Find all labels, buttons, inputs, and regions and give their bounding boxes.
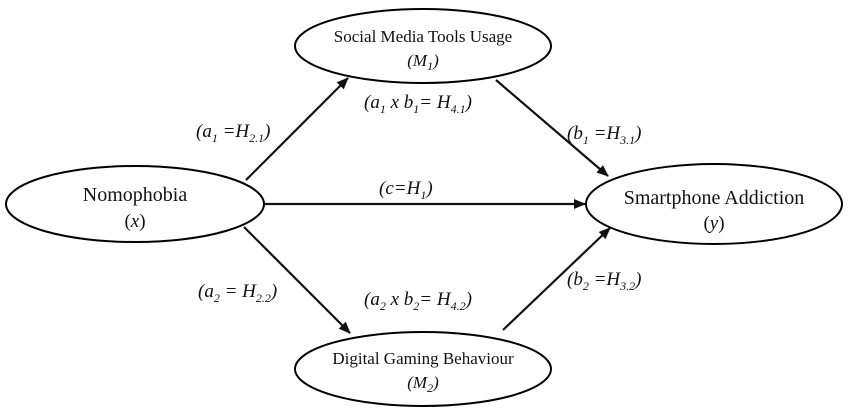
- node-x-symbol: (x): [124, 211, 145, 232]
- node-m2-label: Digital Gaming Behaviour: [332, 349, 514, 368]
- edge-x-to-m1: [245, 77, 349, 181]
- edge-label-b1: (b1 =H3.1): [567, 123, 641, 147]
- edge-x-to-m2: [243, 226, 351, 334]
- node-x-label: Nomophobia: [83, 184, 188, 206]
- edge-m2-to-y: [502, 227, 611, 331]
- edge-label-b2: (b2 =H3.2): [567, 269, 641, 293]
- indirect-label-m1: (a1 x b1= H4.1): [364, 92, 472, 116]
- node-m1-label: Social Media Tools Usage: [334, 27, 512, 46]
- node-smartphone-addiction: Smartphone Addiction (y): [585, 163, 843, 245]
- indirect-label-m2: (a2 x b2= H4.2): [364, 289, 472, 313]
- node-m2-symbol: (M2): [407, 373, 439, 395]
- node-social-media-tools-usage: Social Media Tools Usage (M1): [294, 8, 552, 84]
- edge-label-a1: (a1 =H2.1): [196, 121, 270, 145]
- node-digital-gaming-behaviour: Digital Gaming Behaviour (M2): [294, 331, 552, 407]
- node-m1-symbol: (M1): [407, 51, 439, 73]
- edge-label-a2: (a2 = H2.2): [198, 281, 277, 305]
- edge-label-c: (c=H1): [379, 178, 433, 202]
- node-nomophobia: Nomophobia (x): [5, 165, 265, 243]
- node-y-label: Smartphone Addiction: [624, 187, 805, 209]
- node-y-symbol: (y): [703, 213, 724, 234]
- edge-m1-to-y: [495, 79, 609, 177]
